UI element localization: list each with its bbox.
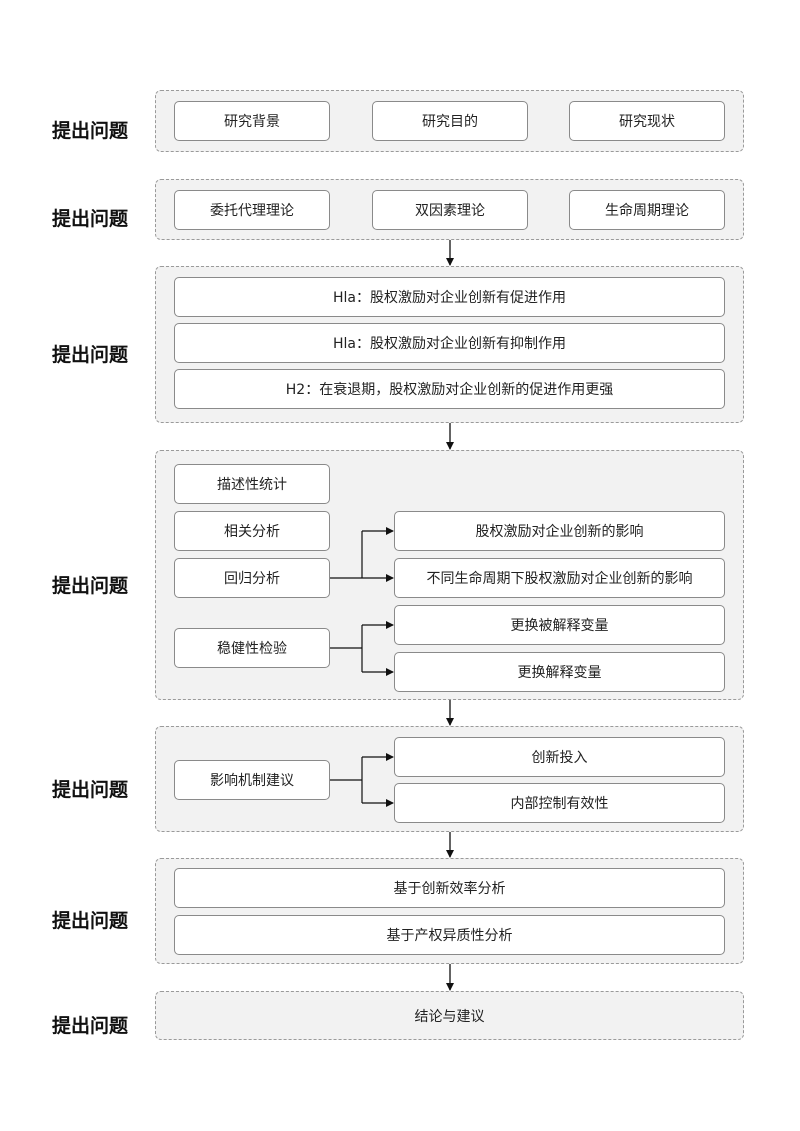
box-hypothesis-3: H2：在衰退期，股权激励对企业创新的促进作用更强 xyxy=(174,369,725,409)
box-life-cycle-theory: 生命周期理论 xyxy=(569,190,725,230)
box-innovation-input: 创新投入 xyxy=(394,737,725,777)
box-internal-control: 内部控制有效性 xyxy=(394,783,725,823)
stage-label-7: 提出问题 xyxy=(51,1015,128,1037)
stage-label-3: 提出问题 xyxy=(51,344,128,366)
box-replace-independent-variable: 更换解释变量 xyxy=(394,652,725,692)
box-hypothesis-2: Hla：股权激励对企业创新有抑制作用 xyxy=(174,323,725,363)
box-research-purpose: 研究目的 xyxy=(372,101,528,141)
conclusion-text: 结论与建议 xyxy=(414,1008,485,1025)
stage-label-5: 提出问题 xyxy=(51,779,128,801)
box-research-background: 研究背景 xyxy=(174,101,330,141)
stage-label-2: 提出问题 xyxy=(51,208,128,230)
panel-conclusion xyxy=(155,991,744,1040)
stage-label-1: 提出问题 xyxy=(51,120,128,142)
box-robustness-test: 稳健性检验 xyxy=(174,628,330,668)
box-innovation-efficiency: 基于创新效率分析 xyxy=(174,868,725,908)
stage-label-6: 提出问题 xyxy=(51,910,128,932)
box-correlation-analysis: 相关分析 xyxy=(174,511,330,551)
stage-label-4: 提出问题 xyxy=(51,575,128,597)
box-research-status: 研究现状 xyxy=(569,101,725,141)
box-descriptive-stats: 描述性统计 xyxy=(174,464,330,504)
box-result-main-effect: 股权激励对企业创新的影响 xyxy=(394,511,725,551)
box-mechanism-suggestion: 影响机制建议 xyxy=(174,760,330,800)
box-agency-theory: 委托代理理论 xyxy=(174,190,330,230)
box-regression-analysis: 回归分析 xyxy=(174,558,330,598)
box-property-heterogeneity: 基于产权异质性分析 xyxy=(174,915,725,955)
box-replace-dependent-variable: 更换被解释变量 xyxy=(394,605,725,645)
box-result-life-cycle-effect: 不同生命周期下股权激励对企业创新的影响 xyxy=(394,558,725,598)
box-two-factor-theory: 双因素理论 xyxy=(372,190,528,230)
box-hypothesis-1: Hla：股权激励对企业创新有促进作用 xyxy=(174,277,725,317)
